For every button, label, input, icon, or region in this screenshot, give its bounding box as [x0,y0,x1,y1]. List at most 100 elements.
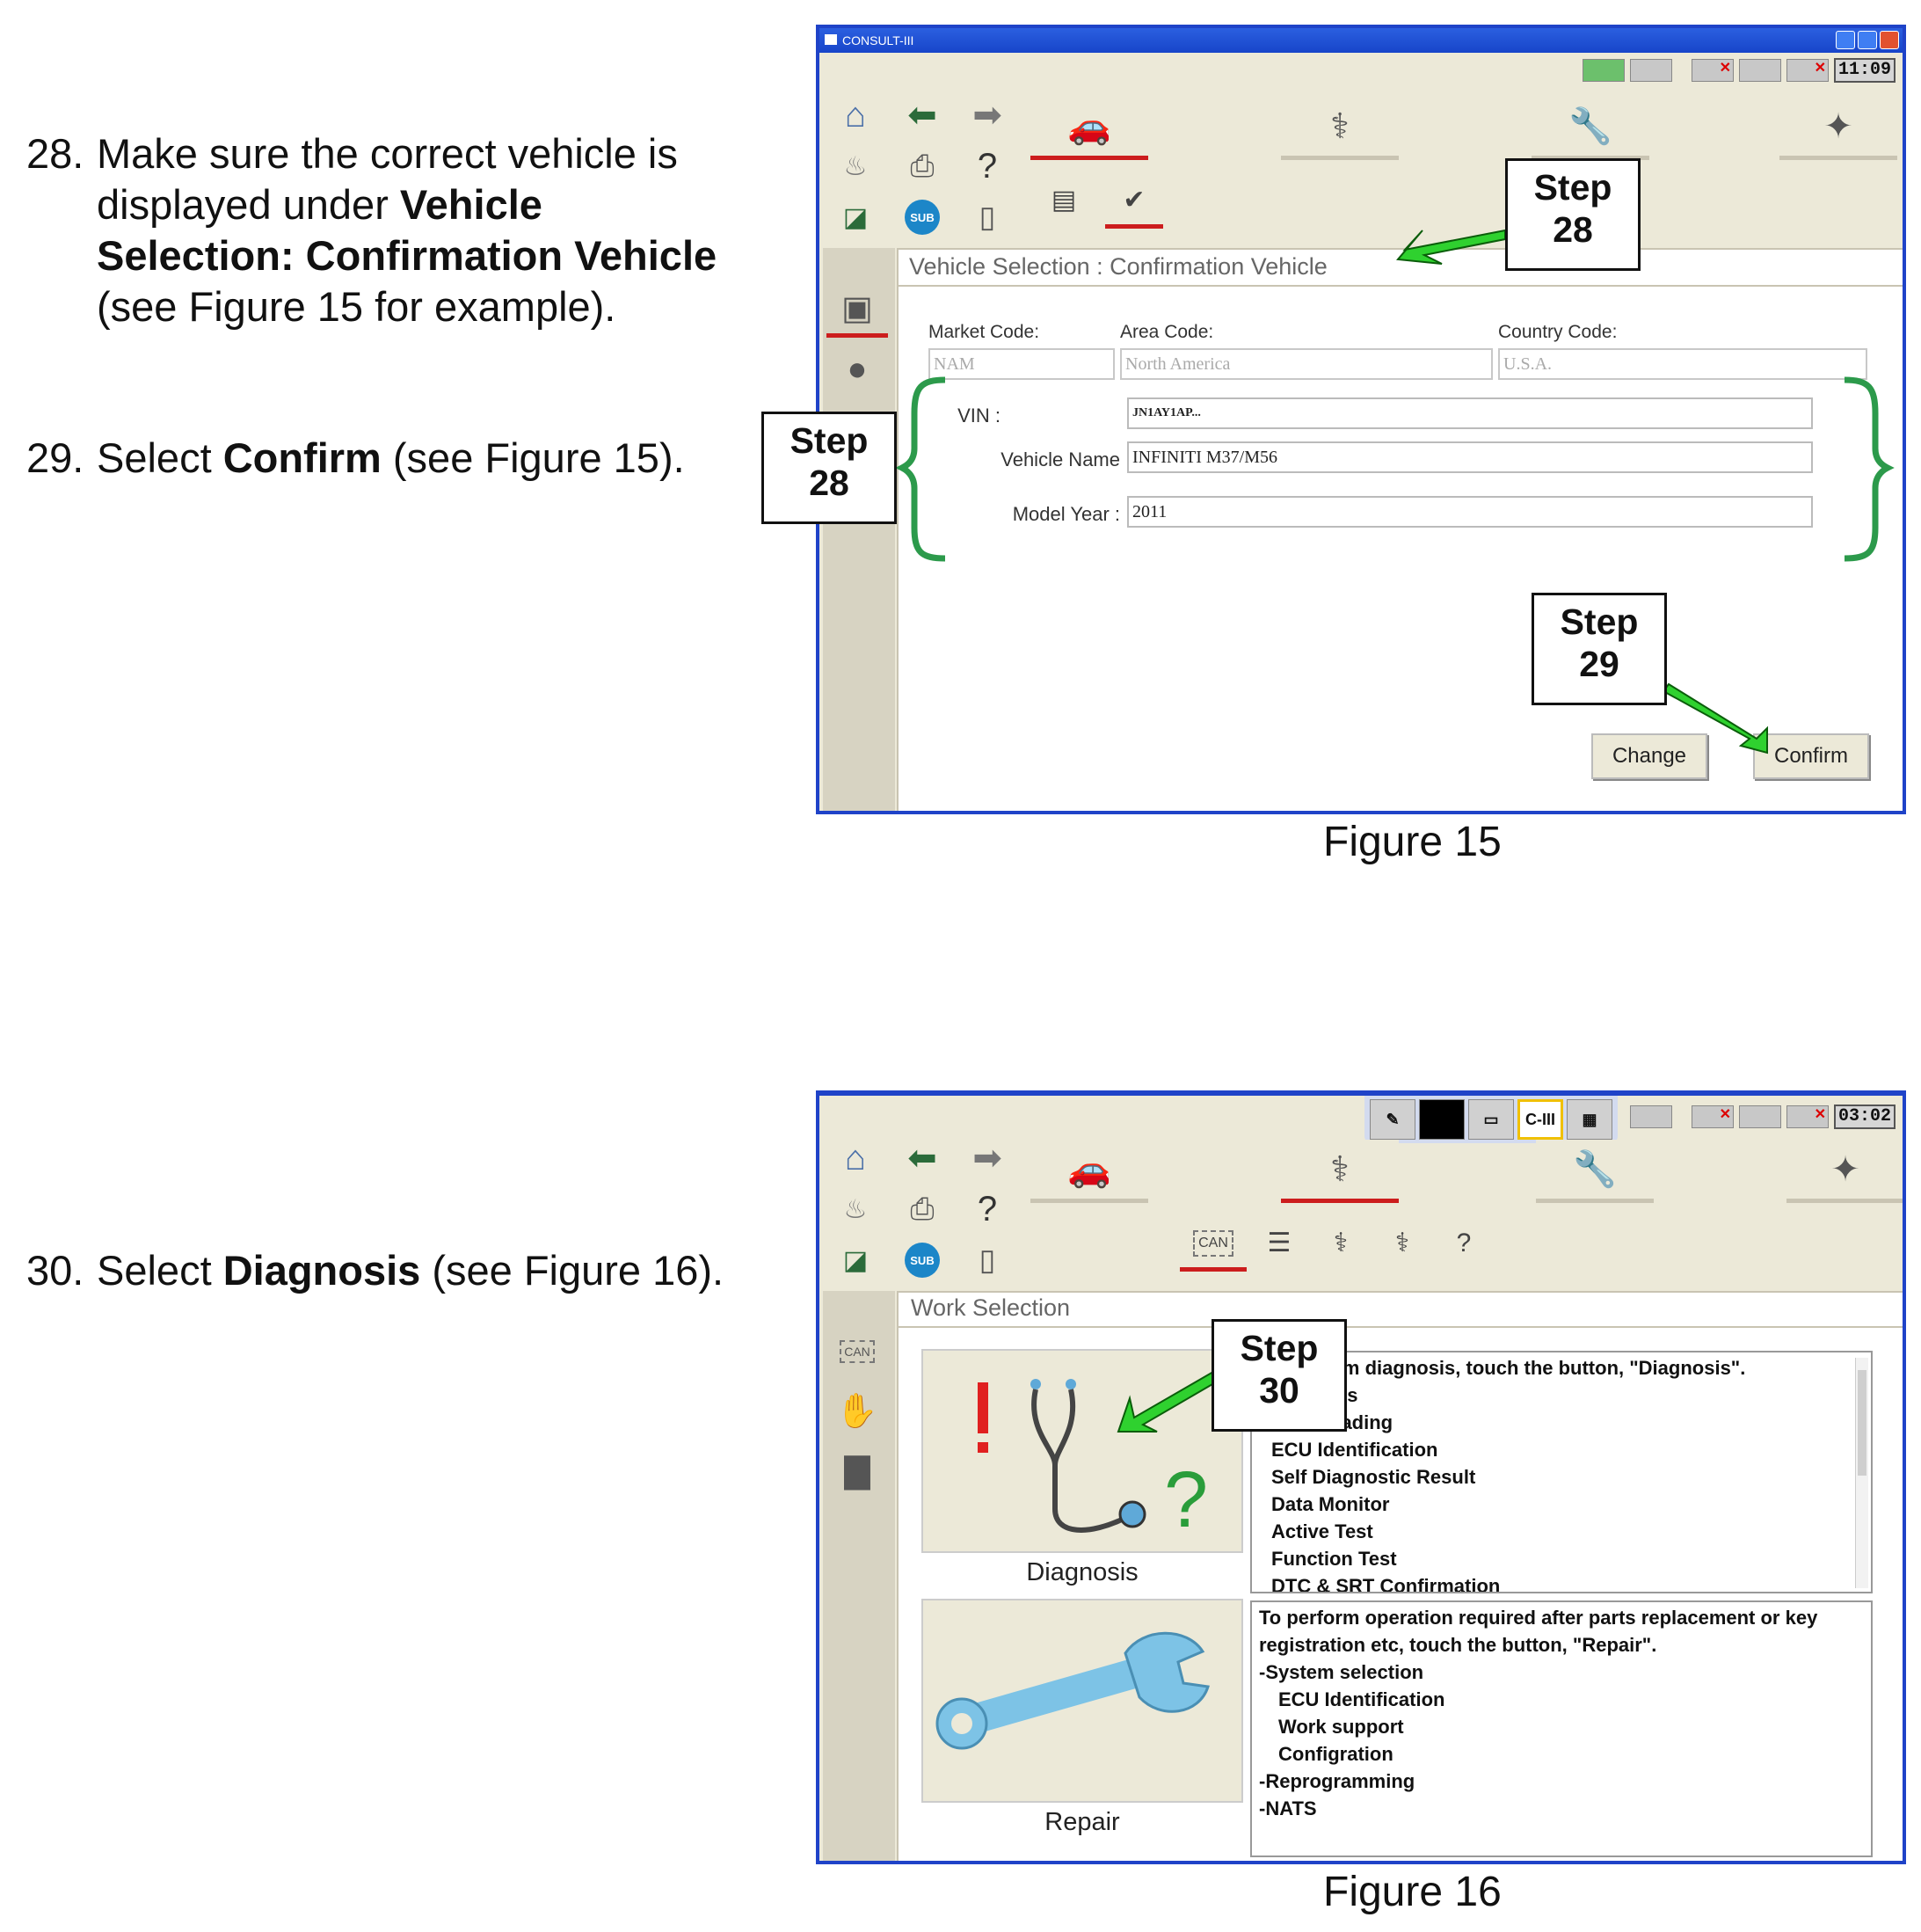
tab-diagnosis[interactable]: ⚕ [1281,1140,1399,1203]
printer-icon[interactable]: ⎙ [910,149,935,183]
step-28-line3: Selection: Confirmation Vehicle [97,232,717,279]
callout-step-word: Step [1560,601,1639,642]
app-icon [825,34,837,45]
step-28-line1: Make sure the correct vehicle is [97,130,678,177]
tab-diagnosis[interactable]: ⚕ [1281,97,1399,160]
stethoscope-icon: ⚕ [1330,106,1350,146]
callout-step-word: Step [790,420,869,461]
tab-vehicle-selection[interactable]: 🚗 [1030,1140,1148,1203]
sidebar-item-hand[interactable]: ✋ [826,1386,888,1440]
tab-repair[interactable]: 🔧 [1532,97,1649,160]
diagnosis-desc-line: DTC & SRT Confirmation [1271,1575,1501,1593]
figure15-window: CONSULT-III ✕ ✕ 11:09 ⌂ ⬅ ➡ ♨ ⎙ ? ◪ SUB … [816,25,1906,814]
folder-icon: ▇ [844,1453,870,1490]
vehicle-check-icon: ▣ [841,290,873,327]
subtab-active-test[interactable]: ⚕ [1373,1219,1431,1272]
step-28-line2a: displayed under [97,181,400,228]
country-code-label: Country Code: [1498,322,1618,342]
step-30-post: (see Figure 16). [420,1247,724,1294]
forward-arrow-icon[interactable]: ➡ [972,96,1002,135]
back-arrow-icon[interactable]: ⬅ [907,1139,937,1177]
data-monitor-icon: ☰ [1267,1228,1292,1258]
vehicle-name-field: INFINITI M37/M56 [1127,441,1813,473]
lan-icon: ✕ [1692,1105,1734,1128]
forward-arrow-icon[interactable]: ➡ [972,1139,1002,1177]
tab-vehicle-selection[interactable]: 🚗 [1030,97,1148,160]
vi-status-icon [1630,59,1672,82]
screen-capture-icon[interactable]: ◪ [842,202,869,232]
diagnosis-button[interactable]: ? [921,1349,1243,1553]
scrollbar-thumb[interactable] [1858,1370,1866,1476]
tool-icon[interactable]: ✎ [1370,1099,1415,1140]
step-number: 29. [26,434,84,481]
subtab-can[interactable]: CAN [1180,1219,1247,1272]
mobile-device-icon[interactable]: ▯ [979,1243,996,1277]
stethoscope-icon: ⚕ [1330,1149,1350,1189]
subtab-data-monitor[interactable]: ☰ [1250,1219,1308,1272]
diagnosis-desc-line: Self Diagnostic Result [1271,1466,1476,1488]
tab-other[interactable]: ✦ [1779,97,1897,160]
left-sidebar [823,248,895,811]
repair-button[interactable] [921,1599,1243,1803]
market-code-field: NAM [928,348,1115,380]
step-30-text: 30. Select Diagnosis (see Figure 16). [26,1245,724,1296]
heater-icon[interactable]: ♨ [843,1194,868,1224]
app-tray: ✎ ▭ C-III ▦ [1364,1096,1618,1143]
mobile-device-icon[interactable]: ▯ [979,200,996,234]
help-icon[interactable]: ? [977,146,998,186]
black-screen-icon[interactable] [1419,1099,1465,1140]
hand-icon: ✋ [836,1392,878,1430]
sidebar-item-users[interactable]: ● [826,345,888,399]
subtab-vehicle-list[interactable]: ▤ [1035,176,1093,229]
manual-icon[interactable]: ▦ [1567,1099,1612,1140]
step-29-pre: Select [97,434,223,481]
step-number: 28. [26,130,84,177]
screen-title: Vehicle Selection : Confirmation Vehicle [909,253,1328,280]
car-icon: 🚗 [1067,107,1111,146]
diagnosis-scrollbar[interactable] [1855,1358,1868,1588]
heater-icon[interactable]: ♨ [843,151,868,181]
step-28-line2b: Vehicle [399,181,542,228]
maximize-button[interactable] [1858,31,1877,49]
callout-step-number: 29 [1579,644,1619,684]
subtab-dtc[interactable]: ⚕ [1312,1219,1370,1272]
printer-icon[interactable]: ⎙ [910,1192,935,1226]
sidebar-item-can[interactable]: CAN [826,1326,888,1381]
sidebar-item-folder[interactable]: ▇ [826,1446,888,1500]
callout-step-word: Step [1533,167,1612,208]
clock: 11:09 [1834,58,1896,83]
minimize-button[interactable] [1836,31,1855,49]
home-icon[interactable]: ⌂ [844,95,867,135]
svg-text:?: ? [1164,1456,1208,1544]
close-button[interactable] [1880,31,1899,49]
vin-field: JN1AY1AP... [1127,397,1813,429]
confirm-button[interactable]: Confirm [1753,733,1869,779]
back-arrow-icon[interactable]: ⬅ [907,96,937,135]
sub-icon[interactable]: SUB [895,195,950,239]
subtab-help[interactable]: ? [1435,1219,1493,1272]
status-bar: ✕ ✕ 03:02 [1630,1105,1896,1129]
screen-capture-icon[interactable]: ◪ [842,1245,869,1275]
market-code-label: Market Code: [928,322,1040,342]
repair-desc-line: -Reprogramming [1259,1770,1415,1792]
tab-repair[interactable]: 🔧 [1536,1140,1654,1203]
c3-app-icon[interactable]: C-III [1517,1099,1563,1140]
tab-other[interactable]: ✦ [1786,1140,1903,1203]
sub-icon[interactable]: SUB [895,1238,950,1282]
callout-step-number: 28 [1553,209,1593,250]
step-28-text: 28. Make sure the correct vehicle is dis… [26,128,717,332]
mi-link-icon: ✕ [1786,1105,1829,1128]
status-bar: ✕ ✕ 11:09 [1583,58,1896,83]
user-icon: ● [847,351,868,388]
callout-step-number: 30 [1259,1370,1299,1411]
change-button[interactable]: Change [1591,733,1707,779]
help-icon[interactable]: ? [977,1189,998,1228]
arrow-step28 [1396,229,1506,265]
subtab-confirm-vehicle[interactable]: ✔ [1105,176,1163,229]
home-icon[interactable]: ⌂ [844,1138,867,1177]
monitor-icon[interactable]: ▭ [1468,1099,1514,1140]
sidebar-item-vehicle-confirm[interactable]: ▣ [826,283,888,338]
